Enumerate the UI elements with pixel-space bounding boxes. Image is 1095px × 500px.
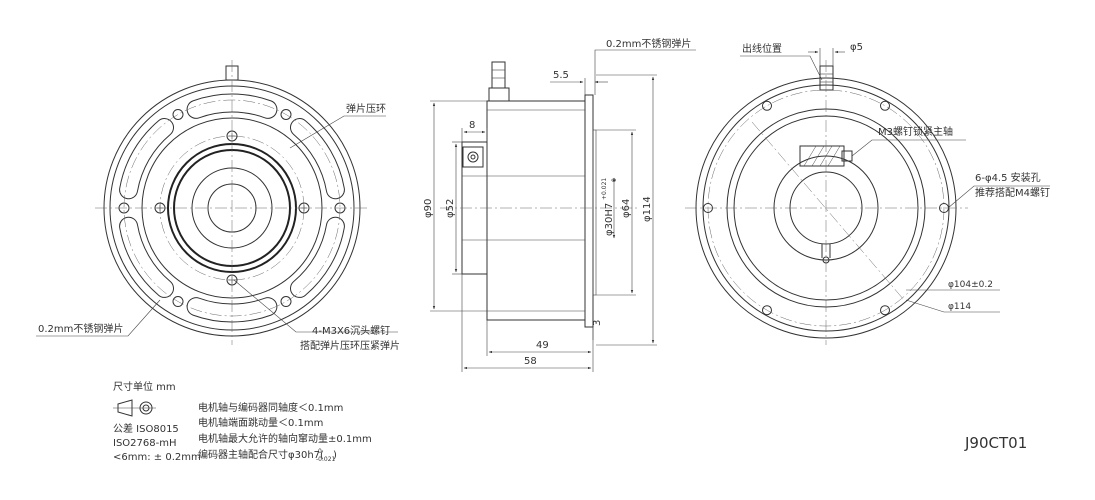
dim-49: 49 <box>536 340 549 351</box>
left-spring-slot <box>186 93 278 119</box>
label-mount-holes-line1: 6-φ4.5 安装孔 <box>975 171 1041 184</box>
notes-tolerance-line1: 公差 ISO8015 <box>113 422 179 435</box>
left-mount-hole <box>172 108 184 120</box>
label-outlet-position: 出线位置 <box>742 42 782 55</box>
notes-spec-4-tol-upper: 0 <box>318 448 322 455</box>
side-cable-connector-base <box>488 87 510 102</box>
projection-symbol-icon <box>113 399 156 417</box>
left-front-view: 弹片压环 0.2mm不锈钢弹片 4-M3X6沉头螺钉 搭配弹片压环压紧弹片 <box>36 60 400 352</box>
notes-spec-4: 编码器主轴配合尺寸φ30h7( <box>198 448 324 461</box>
right-mount-hole <box>762 100 772 111</box>
dim-d52: φ52 <box>445 199 456 218</box>
left-spring-slot <box>119 118 174 200</box>
dim-d104: φ104±0.2 <box>948 280 993 290</box>
dim-5-5: 5.5 <box>553 70 569 81</box>
dim-d30h7-tol-upper: +0.021 <box>601 178 608 200</box>
dim-right-d114: φ114 <box>948 302 971 312</box>
right-mount-hole <box>762 305 772 316</box>
dim-d90: φ90 <box>423 199 434 218</box>
left-spring-slots <box>119 93 345 323</box>
notes-spec-4-close: ) <box>333 450 337 461</box>
notes-unit: 尺寸单位 mm <box>113 380 176 393</box>
right-mounting-holes <box>703 100 949 316</box>
label-spring-clamp-ring: 弹片压环 <box>346 102 386 115</box>
left-mount-hole <box>280 296 292 308</box>
label-screws-line2: 搭配弹片压环压紧弹片 <box>300 339 400 352</box>
left-mount-hole <box>172 296 184 308</box>
notes-tolerance-line3: <6mm: ± 0.2mm <box>113 452 201 463</box>
right-mount-hole <box>880 100 890 111</box>
left-spring-slot <box>186 297 278 323</box>
dim-58: 58 <box>524 356 537 367</box>
dim-d114: φ114 <box>642 196 653 222</box>
right-rear-view: 出线位置 φ5 M3螺钉锁紧主轴 6-φ4.5 安装孔 推荐搭配M4螺钉 φ10… <box>685 42 1050 345</box>
notes-block: 尺寸单位 mm 公差 ISO8015 ISO2768-mH <6mm: ± 0.… <box>113 380 372 463</box>
label-left-steel-spring: 0.2mm不锈钢弹片 <box>38 322 123 335</box>
right-mount-hole <box>880 305 890 316</box>
dim-d5: φ5 <box>850 42 863 53</box>
side-flange-plate <box>584 94 594 328</box>
left-mount-hole <box>280 108 292 120</box>
right-cable-connector <box>819 65 834 91</box>
side-clamp-screw <box>462 146 484 168</box>
dim-8: 8 <box>469 120 475 131</box>
label-m3-screw: M3螺钉锁紧主轴 <box>878 125 953 138</box>
left-spring-slot <box>290 216 345 298</box>
notes-tolerance-line2: ISO2768-mH <box>113 438 177 449</box>
drawing-code: J90CT01 <box>964 434 1027 452</box>
dim-d64: φ64 <box>621 199 632 218</box>
dim-d30h7: φ30H7 <box>604 203 615 236</box>
notes-spec-1: 电机轴与编码器同轴度＜0.1mm <box>198 401 343 414</box>
notes-spec-2: 电机轴端面跳动量＜0.1mm <box>198 416 323 429</box>
dim-3: 3 <box>592 320 603 326</box>
notes-spec-4-tol-lower: -0.021 <box>316 456 336 463</box>
right-m3-screw-boss <box>799 145 853 167</box>
side-steel-spring <box>592 129 597 296</box>
side-cable-connector <box>491 61 506 89</box>
left-spring-slot <box>119 216 174 298</box>
side-section-view: 0.2mm不锈钢弹片 5.5 8 φ90 φ52 φ30H7 +0.021 0 … <box>423 37 696 372</box>
notes-spec-3: 电机轴最大允许的轴向窜动量±0.1mm <box>198 432 372 445</box>
label-mount-holes-line2: 推荐搭配M4螺钉 <box>975 186 1050 199</box>
left-spring-slot <box>290 118 345 200</box>
label-screws-line1: 4-M3X6沉头螺钉 <box>312 324 390 337</box>
side-body <box>486 100 586 321</box>
label-side-steel-spring: 0.2mm不锈钢弹片 <box>606 37 691 50</box>
dim-d30h7-tol-lower: 0 <box>611 178 618 182</box>
